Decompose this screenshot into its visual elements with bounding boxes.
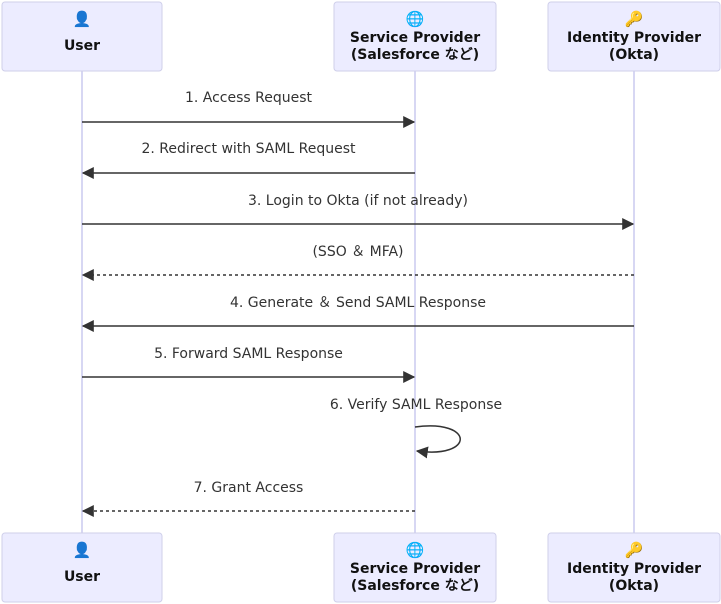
key-icon: 🔑 bbox=[625, 540, 644, 559]
actor-box bbox=[333, 532, 497, 603]
actor-box bbox=[1, 532, 163, 603]
message-label: 6. Verify SAML Response bbox=[330, 397, 502, 413]
message-3: 3. Login to Okta (if not already) bbox=[82, 193, 635, 230]
message-8: 7. Grant Access bbox=[81, 480, 415, 517]
user-icon: 👤 bbox=[73, 541, 92, 559]
globe-icon: 🌐 bbox=[406, 10, 425, 28]
message-label: 4. Generate ＆ Send SAML Response bbox=[230, 295, 486, 311]
message-5: 4. Generate ＆ Send SAML Response bbox=[81, 295, 634, 332]
actor-box bbox=[1, 1, 163, 72]
actor-box bbox=[547, 1, 721, 72]
message-label: 3. Login to Okta (if not already) bbox=[248, 193, 468, 209]
actor-box bbox=[547, 532, 721, 603]
actor-label: Identity Provider bbox=[567, 30, 701, 46]
globe-icon: 🌐 bbox=[406, 541, 425, 559]
message-2: 2. Redirect with SAML Request bbox=[81, 141, 415, 179]
self-message-arrow bbox=[414, 425, 461, 459]
actor-user-bottom: 👤 User bbox=[1, 532, 163, 603]
actor-user-top: 👤 User bbox=[1, 1, 163, 72]
key-icon: 🔑 bbox=[625, 9, 644, 28]
message-label: 2. Redirect with SAML Request bbox=[141, 141, 356, 157]
actor-label: User bbox=[64, 38, 100, 54]
actor-label: User bbox=[64, 569, 100, 585]
actor-idp-top: 🔑 Identity Provider(Okta) bbox=[547, 1, 721, 72]
message-1: 1. Access Request bbox=[82, 90, 416, 128]
actor-label: (Salesforce など) bbox=[351, 47, 479, 63]
actor-label: (Okta) bbox=[609, 578, 659, 594]
actor-sp-top: 🌐 Service Provider(Salesforce など) bbox=[333, 1, 497, 72]
actor-label: (Salesforce など) bbox=[351, 578, 479, 594]
actor-idp-bottom: 🔑 Identity Provider(Okta) bbox=[547, 532, 721, 603]
message-label: (SSO ＆ MFA) bbox=[312, 244, 403, 260]
message-label: 7. Grant Access bbox=[194, 480, 304, 496]
actor-sp-bottom: 🌐 Service Provider(Salesforce など) bbox=[333, 532, 497, 603]
actor-box bbox=[333, 1, 497, 72]
actor-label: Service Provider bbox=[350, 30, 480, 46]
actor-label: Service Provider bbox=[350, 561, 480, 577]
message-label: 1. Access Request bbox=[185, 90, 313, 106]
message-label: 5. Forward SAML Response bbox=[154, 346, 343, 362]
user-icon: 👤 bbox=[73, 10, 92, 28]
actor-label: Identity Provider bbox=[567, 561, 701, 577]
message-4: (SSO ＆ MFA) bbox=[81, 244, 634, 281]
message-7: 6. Verify SAML Response bbox=[330, 397, 502, 459]
actor-label: (Okta) bbox=[609, 47, 659, 63]
message-6: 5. Forward SAML Response bbox=[82, 346, 416, 383]
